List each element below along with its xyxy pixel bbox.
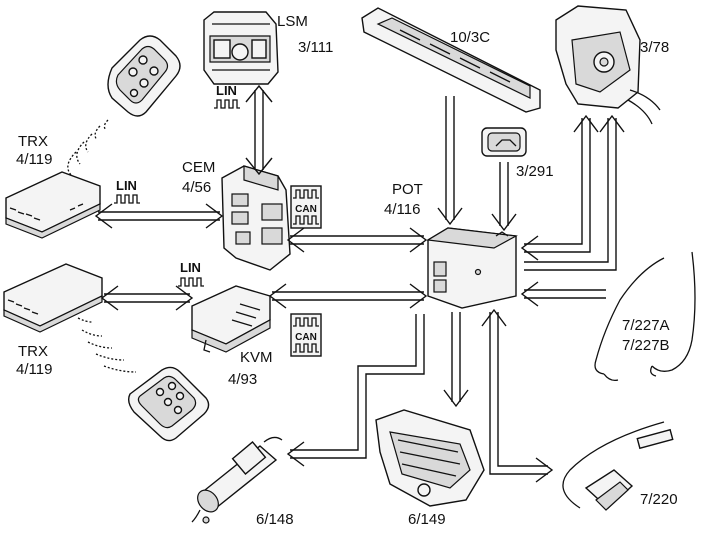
label-trx-top: TRX — [18, 133, 48, 150]
key-fob-bottom-icon — [127, 366, 210, 442]
arrow-strips-pot — [520, 281, 606, 307]
arrow-trx-cem — [94, 203, 224, 229]
label-7-220: 7/220 — [640, 491, 678, 508]
can-symbol-bottom: CAN — [290, 313, 322, 357]
arrow-pot-spindle — [286, 314, 425, 467]
label-trx-bottom-code: 4/119 — [16, 361, 52, 378]
label-6-149: 6/149 — [408, 511, 446, 528]
tailgate-open-button-icon — [481, 127, 527, 157]
drive-unit-icon — [375, 409, 485, 507]
cable-sensor-icon — [562, 421, 674, 511]
fob-signal-waves-top — [67, 119, 109, 177]
label-kvm: KVM — [240, 349, 273, 366]
svg-text:LIN: LIN — [180, 260, 201, 275]
can-symbol-top: CAN — [290, 185, 322, 229]
label-trx-top-code: 4/119 — [16, 151, 52, 168]
fob-signal-waves-bottom — [77, 317, 137, 373]
svg-text:CAN: CAN — [295, 204, 317, 215]
tailgate-latch-icon — [555, 5, 661, 125]
pot-module-icon — [426, 227, 518, 309]
arrow-cem-pot — [286, 227, 428, 253]
label-6-148: 6/148 — [256, 511, 294, 528]
label-7-227b: 7/227B — [622, 337, 670, 354]
label-pot-code: 4/116 — [384, 201, 420, 218]
kvm-module-icon — [191, 285, 271, 353]
svg-text:LIN: LIN — [116, 178, 137, 193]
svg-text:CAN: CAN — [295, 332, 317, 343]
svg-text:LIN: LIN — [216, 83, 237, 98]
arrow-pot-drive — [443, 312, 469, 408]
arrow-handle-pot — [437, 96, 463, 226]
trx-top-module-icon — [5, 171, 101, 239]
arrow-button-pot — [491, 162, 517, 232]
key-fob-top-icon — [107, 35, 181, 117]
label-7-227a: 7/227A — [622, 317, 670, 334]
label-3-291: 3/291 — [516, 163, 554, 180]
arrow-latch-pot — [520, 114, 625, 271]
spindle-motor-icon — [191, 436, 283, 524]
lin-symbol-trx-bottom: LIN — [177, 260, 205, 287]
trx-bottom-module-icon — [3, 263, 103, 333]
cem-module-icon — [221, 165, 291, 271]
label-pot: POT — [392, 181, 423, 198]
label-3-78: 3/78 — [640, 39, 669, 56]
label-trx-bottom: TRX — [18, 343, 48, 360]
arrow-lsm-cem — [245, 84, 273, 176]
label-cem: CEM — [182, 159, 215, 176]
arrow-kvm-pot — [268, 283, 428, 309]
trunk-handle-switch-icon — [361, 7, 541, 113]
label-cem-code: 4/56 — [182, 179, 211, 196]
label-lsm: LSM — [277, 13, 308, 30]
pinch-protection-strips-icon — [594, 251, 696, 382]
label-kvm-code: 4/93 — [228, 371, 257, 388]
lin-symbol-lsm: LIN — [213, 83, 241, 109]
lsm-switch-module-icon — [203, 11, 279, 85]
arrow-trx-kvm — [100, 285, 194, 311]
arrow-pot-sensor — [481, 308, 554, 483]
lin-symbol-trx-top: LIN — [113, 178, 141, 204]
label-10-3c: 10/3C — [450, 29, 490, 46]
label-lsm-code: 3/111 — [298, 39, 333, 56]
